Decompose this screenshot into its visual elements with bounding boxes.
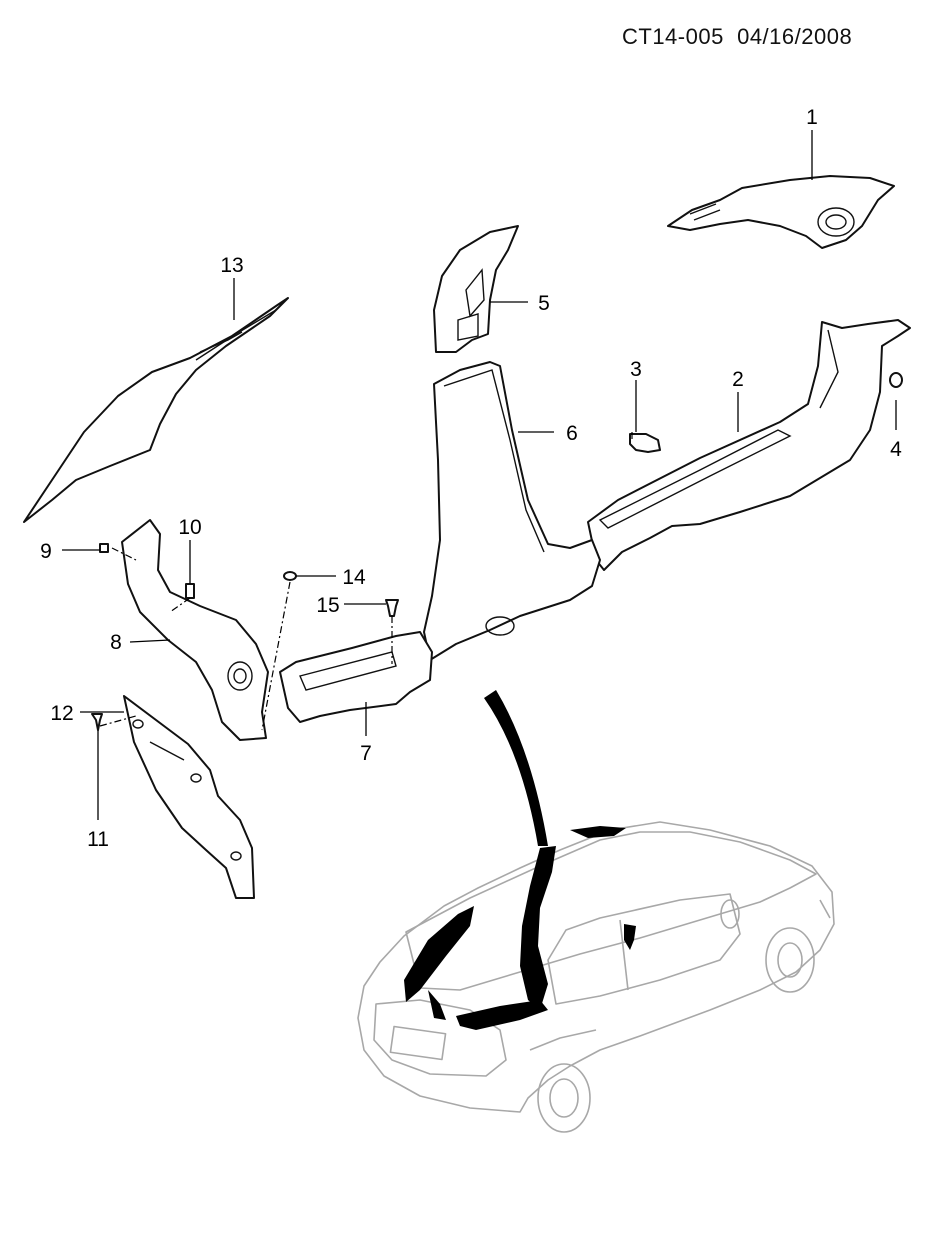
diagram-date: 04/16/2008 <box>737 24 853 49</box>
callout-5: 5 <box>538 292 550 315</box>
location-pointer <box>484 690 548 846</box>
callout-6: 6 <box>566 422 578 445</box>
callout-1: 1 <box>806 106 818 129</box>
part-2-rocker-sill-trim <box>587 319 911 571</box>
callout-4: 4 <box>890 438 902 461</box>
part-12-lower-trim-panel <box>123 695 255 899</box>
callout-9: 9 <box>40 540 52 563</box>
part-1-roof-rail-trim <box>667 175 895 249</box>
part-6-lower-pillar-trim <box>423 361 601 661</box>
diagram-code: CT14-005 04/16/2008 <box>622 24 852 50</box>
fastener-11 <box>91 713 103 731</box>
callout-2: 2 <box>732 368 744 391</box>
assembly-lines <box>99 432 633 731</box>
callout-12: 12 <box>50 702 73 725</box>
fastener-14 <box>283 571 297 581</box>
fastener-9 <box>99 543 109 553</box>
part-3-clip <box>629 433 661 453</box>
leader-lines <box>62 130 897 820</box>
highlighted-trim-locations <box>404 826 636 1030</box>
callout-8: 8 <box>110 631 122 654</box>
part-5-upper-pillar-trim <box>433 225 519 353</box>
vehicle-outline <box>357 821 835 1133</box>
callout-14: 14 <box>342 566 366 589</box>
callout-labels: 1 2 3 4 5 6 7 8 9 10 11 12 13 14 15 <box>40 106 902 851</box>
part-13-upper-quarter-trim <box>23 297 289 523</box>
diagram-id: CT14-005 <box>622 24 724 49</box>
part-8-pillar-lower-trim <box>121 519 269 741</box>
callout-13: 13 <box>220 254 243 277</box>
part-7-lower-quarter-trim <box>279 631 433 723</box>
fastener-15 <box>385 599 399 617</box>
callout-3: 3 <box>630 358 642 381</box>
callout-11: 11 <box>87 828 109 851</box>
callout-15: 15 <box>316 594 339 617</box>
callout-10: 10 <box>178 516 201 539</box>
part-4-plug <box>889 372 903 388</box>
callout-7: 7 <box>360 742 372 765</box>
fastener-10 <box>185 583 195 599</box>
